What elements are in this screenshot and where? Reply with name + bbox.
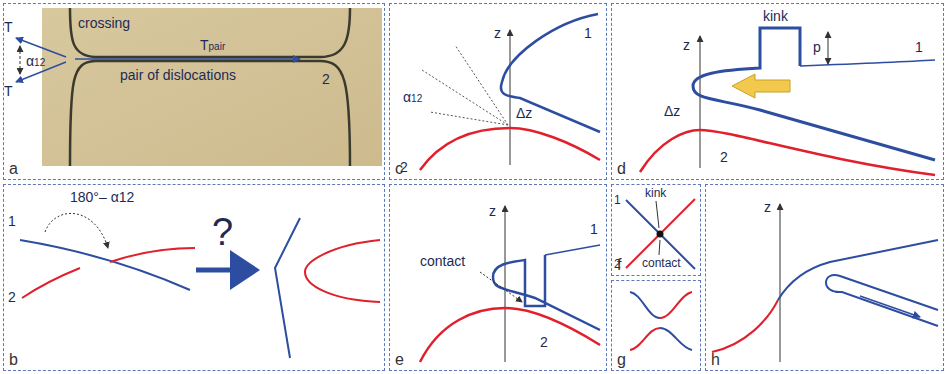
figure-label: T xyxy=(4,20,13,34)
figure-label: 180°– α12 xyxy=(70,190,134,204)
dislocation-lines xyxy=(20,240,190,290)
angle-lines xyxy=(430,112,508,125)
figure-label: 2 xyxy=(720,150,728,164)
panel-frame: d xyxy=(611,3,944,180)
figure-label: contact xyxy=(420,254,465,268)
dislocation-lines xyxy=(493,255,600,330)
micrograph xyxy=(42,8,382,166)
figure-label: 2 xyxy=(400,160,408,174)
dislocation-lines xyxy=(501,14,600,132)
panel-frame: b xyxy=(3,184,385,371)
angle-arrow xyxy=(45,213,108,248)
axis xyxy=(505,206,506,362)
dislocation-lines xyxy=(640,130,935,175)
tension-arrows xyxy=(16,38,300,82)
figure-label: z xyxy=(764,200,771,214)
leader-lines xyxy=(659,240,660,255)
figure-label: 2 xyxy=(8,290,16,304)
figure-label: α12 xyxy=(403,90,422,106)
panel-letter: g xyxy=(617,352,626,368)
angle-lines xyxy=(422,70,508,125)
dislocation-lines xyxy=(630,292,660,318)
panel-letter: h xyxy=(711,352,720,368)
leader-line xyxy=(480,272,522,302)
dislocation-lines xyxy=(420,308,600,362)
leader-lines xyxy=(656,201,659,228)
figure-label: Δz xyxy=(516,106,532,120)
figure-label: kink xyxy=(645,187,666,199)
dislocation-lines xyxy=(778,240,938,300)
dislocation-lines xyxy=(110,248,195,262)
dislocation-lines xyxy=(420,128,600,170)
dislocation-lines xyxy=(712,300,778,352)
dislocation-lines xyxy=(420,245,600,362)
figure-label: 2 xyxy=(540,335,548,349)
panel-letter: a xyxy=(9,161,18,177)
figure-label: 1 xyxy=(584,26,592,40)
figure-label: z xyxy=(489,204,496,218)
dislocation-lines xyxy=(826,275,938,326)
figure-label: contact xyxy=(642,257,681,269)
axis xyxy=(780,204,781,362)
figure-label: pair of dislocations xyxy=(120,68,236,82)
dislocation-lines xyxy=(20,218,380,358)
dislocation-lines xyxy=(693,28,935,160)
angle-arrow xyxy=(20,46,21,74)
figure-label: ? xyxy=(212,212,233,252)
panel-letter: d xyxy=(617,161,626,177)
motion-arrow xyxy=(860,296,920,317)
panel-frame: e xyxy=(389,184,607,371)
panel-frame: a xyxy=(3,3,385,180)
figure-label: crossing xyxy=(78,16,130,30)
micrograph xyxy=(70,8,350,57)
figure-label: 2 xyxy=(614,258,621,270)
motion-arrow xyxy=(732,74,790,98)
dislocation-lines xyxy=(545,245,600,255)
tension-arrows xyxy=(16,38,66,57)
dislocation-lines xyxy=(626,199,695,268)
transition-arrow xyxy=(196,268,250,273)
figure-label: T xyxy=(4,84,13,98)
figure-label: 2 xyxy=(322,72,330,86)
micrograph xyxy=(42,8,382,166)
dislocation-lines xyxy=(800,60,935,66)
figure-label: p xyxy=(813,40,821,54)
dislocation-lines xyxy=(275,218,300,358)
leader-lines xyxy=(656,201,660,255)
figure-label: kink xyxy=(763,9,788,23)
micrograph xyxy=(70,61,350,166)
dislocation-lines xyxy=(22,268,80,298)
figure-label: z xyxy=(683,38,690,52)
dislocation-lines xyxy=(712,240,938,352)
figure-label: α12 xyxy=(26,54,45,70)
dislocation-lines xyxy=(626,199,695,269)
angle-lines xyxy=(422,45,508,125)
angle-lines xyxy=(455,45,508,125)
dislocation-lines xyxy=(630,292,692,350)
dislocation-lines xyxy=(640,28,935,175)
dislocation-lines xyxy=(660,292,692,318)
dislocation-lines xyxy=(305,240,380,302)
figure-label: 1 xyxy=(915,40,923,54)
height-arrow xyxy=(828,32,829,64)
contact-dot xyxy=(657,231,664,238)
figure-label: 1 xyxy=(8,214,16,228)
figure-label: 1 xyxy=(614,194,621,206)
dislocation-lines xyxy=(660,328,692,350)
tension-arrows xyxy=(75,58,300,60)
panel-letter: b xyxy=(9,352,18,368)
figure-label: z xyxy=(494,26,501,40)
panel-frame: h xyxy=(705,184,944,371)
panel-frame: g xyxy=(611,280,701,371)
dislocation-lines xyxy=(420,14,600,170)
figure-label: 1 xyxy=(590,222,598,236)
axis xyxy=(700,36,701,168)
dislocation-lines xyxy=(626,200,695,269)
figure-label: Δz xyxy=(664,104,680,118)
figure-label: Tpair xyxy=(200,38,225,54)
panel-letter: e xyxy=(395,352,404,368)
dislocation-lines xyxy=(630,328,660,350)
